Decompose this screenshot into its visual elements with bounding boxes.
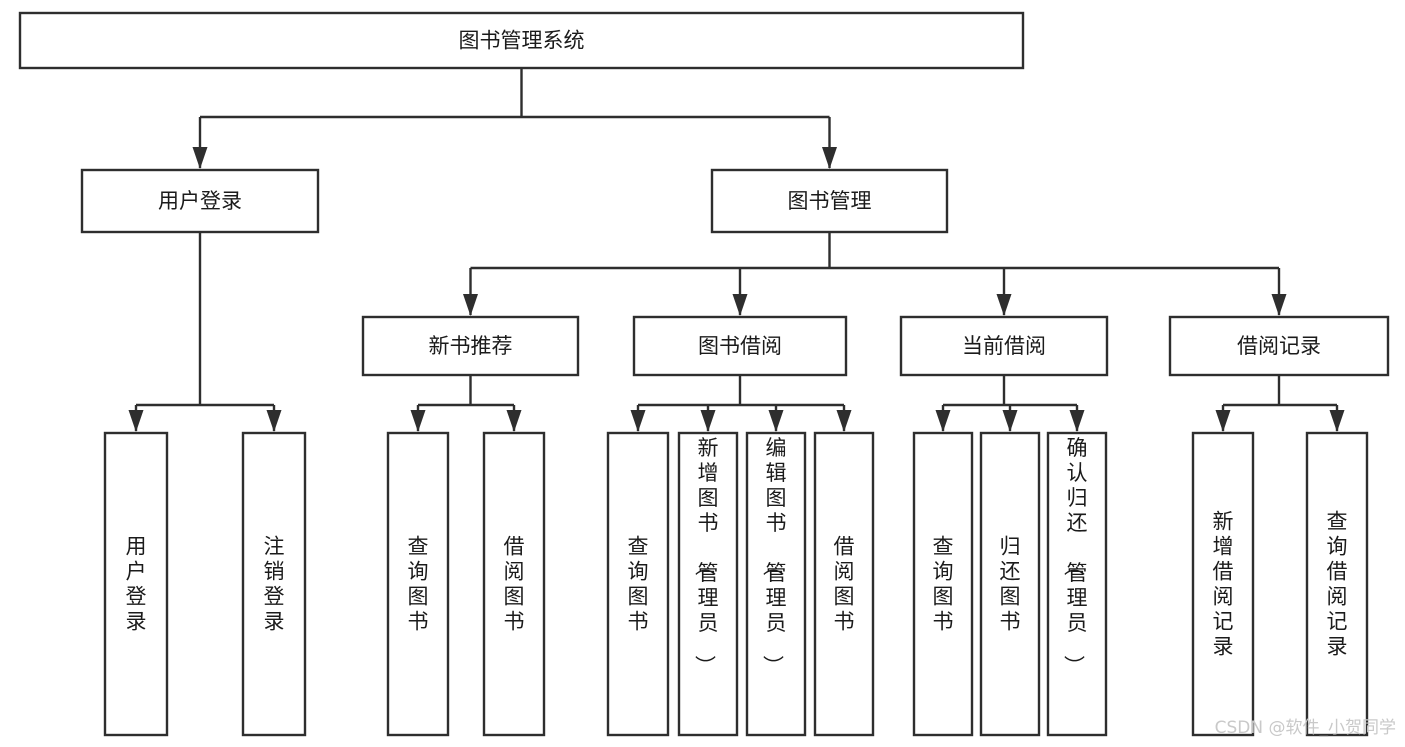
leaf-用户登录-label: 用户登录: [126, 535, 147, 634]
leaf-新增借阅记录-rect[interactable]: [1191, 431, 1255, 737]
node-group-当前借阅-rect[interactable]: [899, 315, 1109, 377]
arrow-to-用户登录: [128, 410, 144, 432]
arrow-to-新增借阅记录: [1215, 410, 1231, 432]
leaf-查询借阅记录-rect[interactable]: [1305, 431, 1369, 737]
leaf-查询图书-rect[interactable]: [606, 431, 670, 737]
connector-lines: [128, 68, 1345, 432]
arrow-to-编辑图书管理员: [768, 410, 784, 432]
arrow-to-查询借阅记录: [1329, 410, 1345, 432]
arrow-to-查询图书: [935, 410, 951, 432]
leaf-注销登录[interactable]: 注销登录: [241, 431, 307, 737]
leaf-查询图书[interactable]: 查询图书: [386, 431, 450, 737]
node-group-新书推荐-label: 新书推荐: [429, 334, 513, 358]
leaf-编辑图书管理员-label: 编辑图书（管理员）: [761, 436, 787, 676]
leaf-确认归还管理员[interactable]: 确认归还（管理员）: [1046, 431, 1108, 737]
node-group-图书借阅-rect[interactable]: [632, 315, 848, 377]
node-branch-用户登录[interactable]: 用户登录: [80, 168, 320, 234]
arrow-to-图书借阅: [732, 294, 748, 316]
leaf-新增借阅记录-label: 新增借阅记录: [1213, 510, 1234, 659]
arrow-to-新书推荐: [463, 294, 478, 316]
leaf-编辑图书管理员-rect[interactable]: [745, 431, 807, 737]
arrow-to-借阅图书: [836, 410, 852, 432]
leaf-查询图书-rect[interactable]: [386, 431, 450, 737]
leaf-查询借阅记录-label: 查询借阅记录: [1327, 510, 1348, 659]
leaf-归还图书[interactable]: 归还图书: [979, 431, 1041, 737]
node-branch-图书管理-rect[interactable]: [710, 168, 949, 234]
leaf-借阅图书-rect[interactable]: [482, 431, 546, 737]
leaf-归还图书-rect[interactable]: [979, 431, 1041, 737]
arrow-to-查询图书: [410, 410, 426, 432]
node-branch-用户登录-label: 用户登录: [158, 189, 242, 213]
node-branch-图书管理-label: 图书管理: [788, 189, 872, 213]
leaf-新增借阅记录[interactable]: 新增借阅记录: [1191, 431, 1255, 737]
node-group-图书借阅-label: 图书借阅: [698, 334, 782, 358]
leaf-查询图书-rect[interactable]: [912, 431, 974, 737]
leaf-归还图书-label: 归还图书: [1000, 535, 1021, 634]
leaf-确认归还管理员-label: 确认归还（管理员）: [1062, 436, 1088, 676]
arrow-to-注销登录: [266, 410, 282, 432]
arrow-to-归还图书: [1002, 410, 1018, 432]
leaf-新增图书管理员[interactable]: 新增图书（管理员）: [677, 431, 739, 737]
node-group-新书推荐-rect[interactable]: [361, 315, 580, 377]
leaf-查询图书-label: 查询图书: [933, 535, 954, 634]
arrow-to-新增图书管理员: [700, 410, 716, 432]
leaf-确认归还管理员-rect[interactable]: [1046, 431, 1108, 737]
arrow-to-确认归还管理员: [1069, 410, 1085, 432]
leaf-查询图书-label: 查询图书: [628, 535, 649, 634]
leaf-借阅图书-label: 借阅图书: [834, 535, 855, 634]
node-group-新书推荐[interactable]: 新书推荐: [361, 315, 580, 377]
leaf-注销登录-rect[interactable]: [241, 431, 307, 737]
leaf-借阅图书[interactable]: 借阅图书: [482, 431, 546, 737]
node-group-当前借阅[interactable]: 当前借阅: [899, 315, 1109, 377]
leaf-查询图书[interactable]: 查询图书: [912, 431, 974, 737]
csdn-watermark: CSDN @软件_小贺同学: [1215, 718, 1396, 738]
leaf-注销登录-label: 注销登录: [264, 535, 285, 634]
leaf-新增图书管理员-rect[interactable]: [677, 431, 739, 737]
arrow-to-用户登录: [192, 147, 208, 169]
arrow-to-查询图书: [630, 410, 646, 432]
node-root-图书管理系统[interactable]: 图书管理系统: [18, 11, 1025, 70]
arrow-to-图书管理: [822, 147, 837, 169]
node-group-借阅记录-rect[interactable]: [1168, 315, 1390, 377]
leaf-借阅图书-rect[interactable]: [813, 431, 875, 737]
leaf-编辑图书管理员[interactable]: 编辑图书（管理员）: [745, 431, 807, 737]
node-branch-用户登录-rect[interactable]: [80, 168, 320, 234]
leaf-借阅图书[interactable]: 借阅图书: [813, 431, 875, 737]
node-group-借阅记录-label: 借阅记录: [1237, 334, 1321, 358]
leaf-借阅图书-label: 借阅图书: [504, 535, 525, 634]
leaf-查询图书[interactable]: 查询图书: [606, 431, 670, 737]
node-branch-图书管理[interactable]: 图书管理: [710, 168, 949, 234]
leaf-用户登录[interactable]: 用户登录: [103, 431, 169, 737]
leaf-查询借阅记录[interactable]: 查询借阅记录: [1305, 431, 1369, 737]
node-root-图书管理系统-label: 图书管理系统: [459, 29, 585, 53]
node-group-当前借阅-label: 当前借阅: [962, 334, 1046, 358]
node-boxes: 图书管理系统用户登录图书管理用户登录注销登录新书推荐查询图书借阅图书图书借阅查询…: [18, 11, 1390, 737]
leaf-用户登录-rect[interactable]: [103, 431, 169, 737]
arrow-to-借阅图书: [506, 410, 522, 432]
node-group-借阅记录[interactable]: 借阅记录: [1168, 315, 1390, 377]
arrow-to-借阅记录: [1271, 294, 1287, 316]
node-group-图书借阅[interactable]: 图书借阅: [632, 315, 848, 377]
leaf-查询图书-label: 查询图书: [408, 535, 429, 634]
node-root-图书管理系统-rect[interactable]: [18, 11, 1025, 70]
leaf-新增图书管理员-label: 新增图书（管理员）: [693, 436, 719, 676]
arrow-to-当前借阅: [996, 294, 1012, 316]
